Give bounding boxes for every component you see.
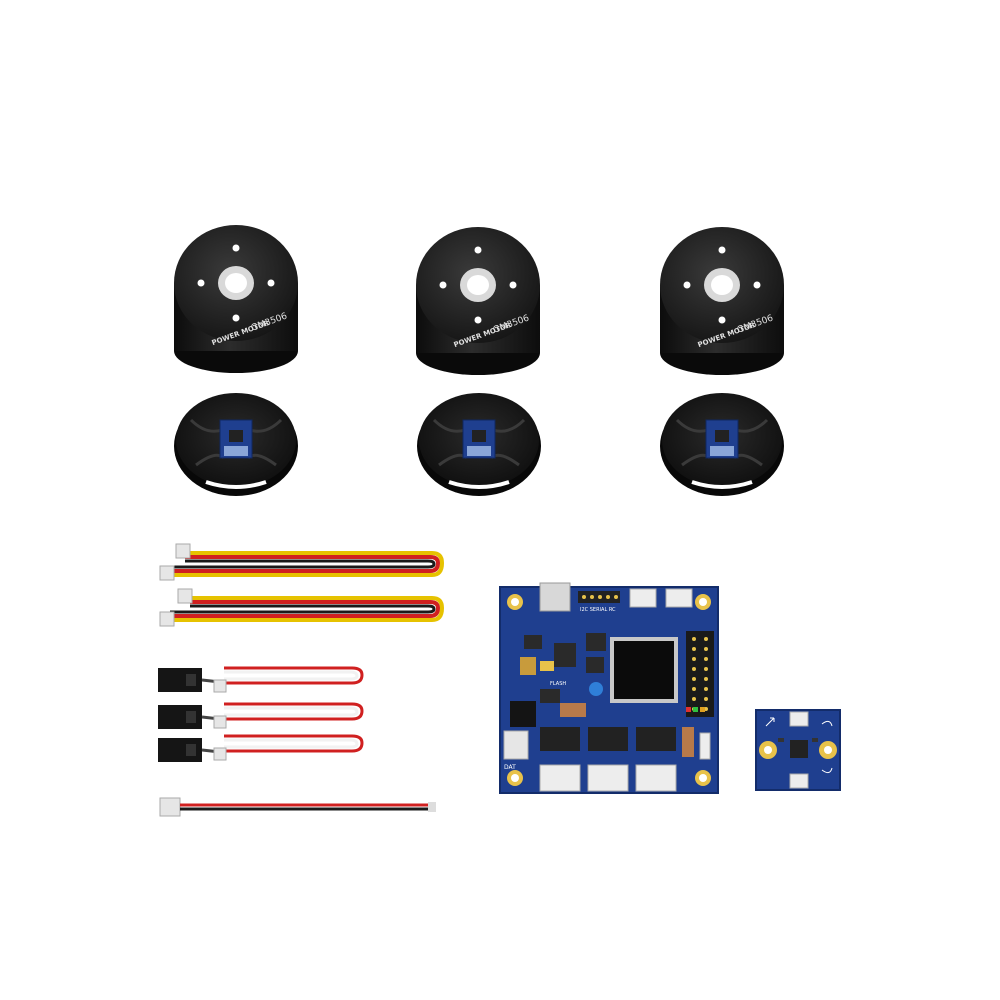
dat-label: DAT — [504, 764, 516, 771]
connector-icon — [175, 543, 191, 559]
usb-port-icon — [539, 582, 571, 612]
gimbal-motor: POWER MOTOR GM3506 — [416, 227, 540, 375]
motor-row: POWER MOTOR GM3506 POWER MOTOR GM3506 — [174, 225, 784, 375]
encoder-cap — [417, 393, 541, 496]
encoder-cap — [660, 393, 784, 496]
sensor-cable — [159, 588, 445, 627]
connector-icon — [177, 588, 193, 604]
servo-cable — [158, 734, 364, 762]
connector-icon — [213, 747, 227, 761]
imu-chip — [790, 740, 808, 758]
serial-label: I2C SERIAL RC — [580, 607, 616, 613]
servo-cable — [158, 666, 364, 693]
imu-sensor-board — [755, 709, 841, 791]
encoder-cap — [174, 393, 298, 496]
connector-icon — [159, 611, 175, 627]
connector-icon — [159, 797, 181, 817]
gimbal-motor: POWER MOTOR GM3506 — [660, 227, 784, 375]
power-cable — [159, 797, 436, 817]
potentiometer-icon — [589, 682, 603, 696]
encoder-cap-row — [174, 393, 784, 496]
sensor-cable — [159, 543, 445, 581]
controller-board: I2C SERIAL RC FLASH — [499, 582, 719, 794]
connector-icon — [213, 715, 227, 729]
connector-icon — [213, 679, 227, 693]
flash-label: FLASH — [550, 681, 566, 687]
connector-icon — [159, 565, 175, 581]
gimbal-motor: POWER MOTOR GM3506 — [174, 225, 298, 373]
servo-cable — [158, 702, 364, 729]
